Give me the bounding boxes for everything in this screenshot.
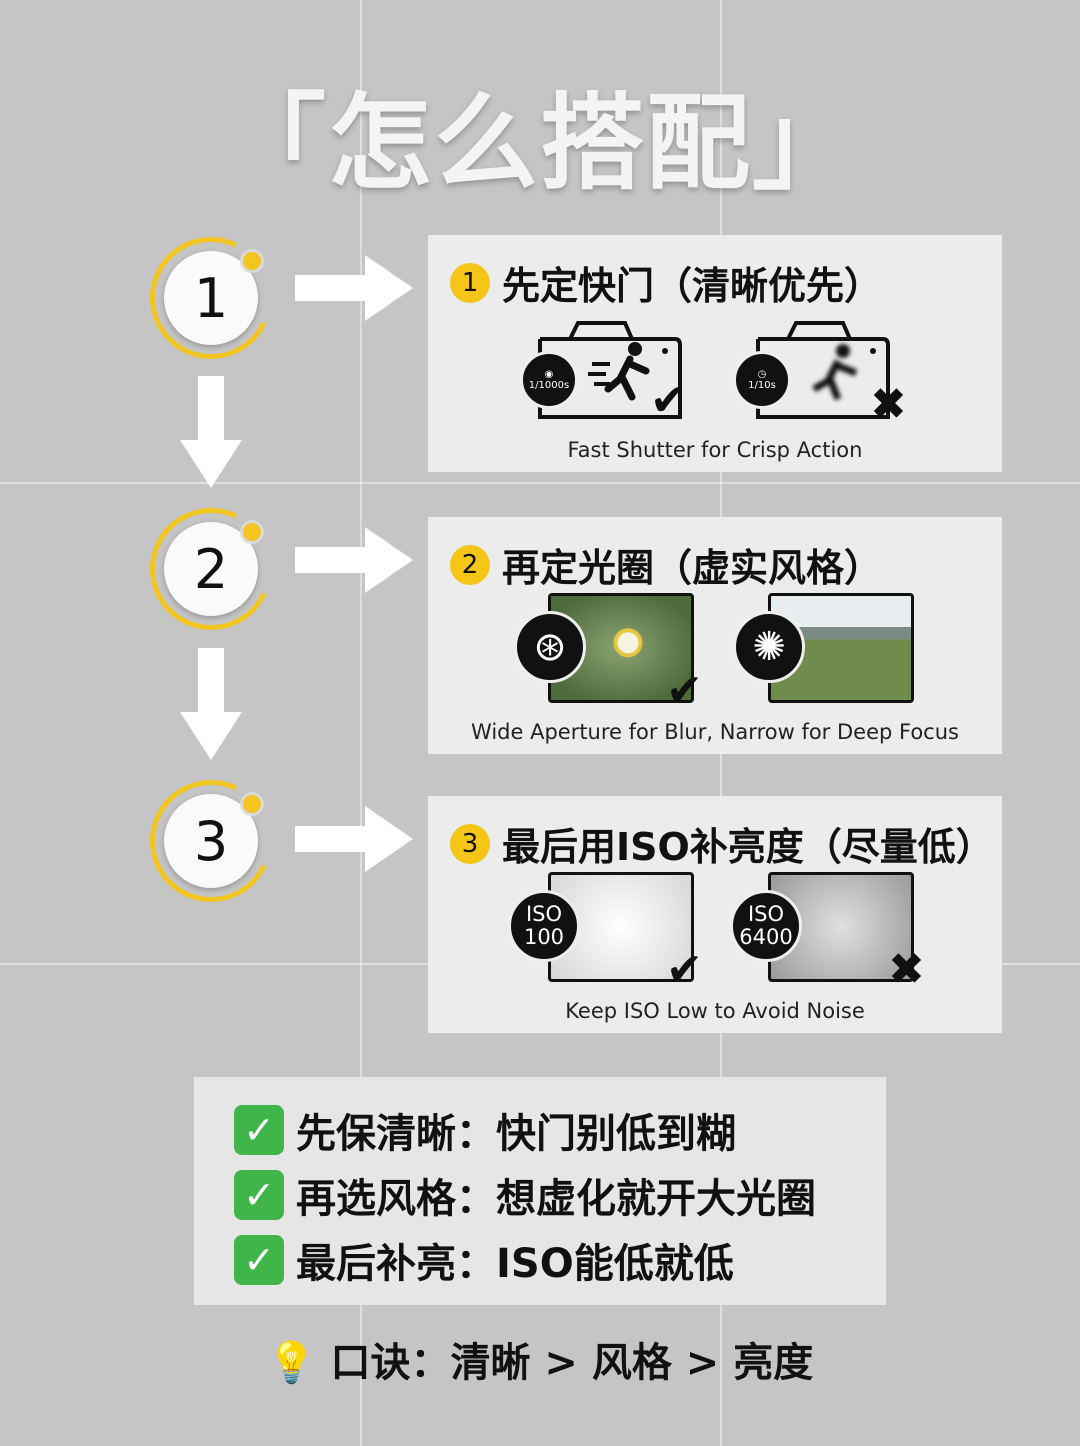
arrow-right-icon (295, 527, 413, 593)
check-icon: ✔ (666, 944, 703, 995)
step-badge: 1 (450, 262, 490, 303)
step-badge: 2 (450, 544, 490, 585)
grid-line (360, 0, 362, 1446)
arrow-down-icon (180, 376, 242, 488)
wide-aperture-icon: ⊛ (514, 611, 586, 683)
step-1-circle: 1 (132, 219, 290, 377)
arrow-right-icon (295, 255, 413, 321)
cross-icon: ✖ (870, 379, 907, 430)
card-heading: 再定光圈（虚实风格） (502, 546, 883, 590)
card-caption: Keep ISO Low to Avoid Noise (565, 999, 865, 1023)
arrow-down-icon (180, 648, 242, 760)
page-title: 「怎么搭配」 (221, 82, 858, 204)
check-box-icon: ✓ (234, 1169, 284, 1220)
summary-box: ✓先保清晰：快门别低到糊 ✓再选风格：想虚化就开大光圈 ✓最后补亮：ISO能低就… (194, 1077, 886, 1305)
step-2-circle: 2 (132, 490, 290, 648)
card-aperture: 2 再定光圈（虚实风格） ⊛ ✺ ✔ Wide Aperture for Blur… (428, 517, 1002, 754)
check-box-icon: ✓ (234, 1104, 284, 1155)
step-3-circle: 3 (132, 762, 290, 920)
card-caption: Fast Shutter for Crisp Action (567, 438, 863, 462)
card-caption: Wide Aperture for Blur, Narrow for Deep … (471, 720, 959, 744)
card-heading: 最后用ISO补亮度（尽量低） (502, 825, 994, 869)
check-icon: ✔ (650, 375, 687, 426)
check-box-icon: ✓ (234, 1234, 284, 1285)
narrow-aperture-icon: ✺ (733, 611, 805, 683)
grid-line (0, 482, 1080, 484)
mnemonic-tip: 💡 口诀：清晰 > 风格 > 亮度 (266, 1340, 814, 1386)
check-icon: ✔ (666, 665, 703, 716)
summary-item: ✓先保清晰：快门别低到糊 (234, 1097, 886, 1162)
summary-item: ✓再选风格：想虚化就开大光圈 (234, 1162, 886, 1227)
arrow-right-icon (295, 806, 413, 872)
shutter-speed-badge: ◉1/1000s (520, 351, 578, 409)
shutter-speed-badge: ◷1/10s (733, 351, 791, 409)
card-heading: 先定快门（清晰优先） (502, 264, 883, 308)
step-badge: 3 (450, 823, 490, 864)
summary-item: ✓最后补亮：ISO能低就低 (234, 1227, 886, 1292)
card-shutter: 1 先定快门（清晰优先） ◉1/1000s ✔ ◷1/10s ✖ Fast Shu… (428, 235, 1002, 472)
lightbulb-icon: 💡 (266, 1340, 317, 1386)
cross-icon: ✖ (888, 944, 925, 995)
